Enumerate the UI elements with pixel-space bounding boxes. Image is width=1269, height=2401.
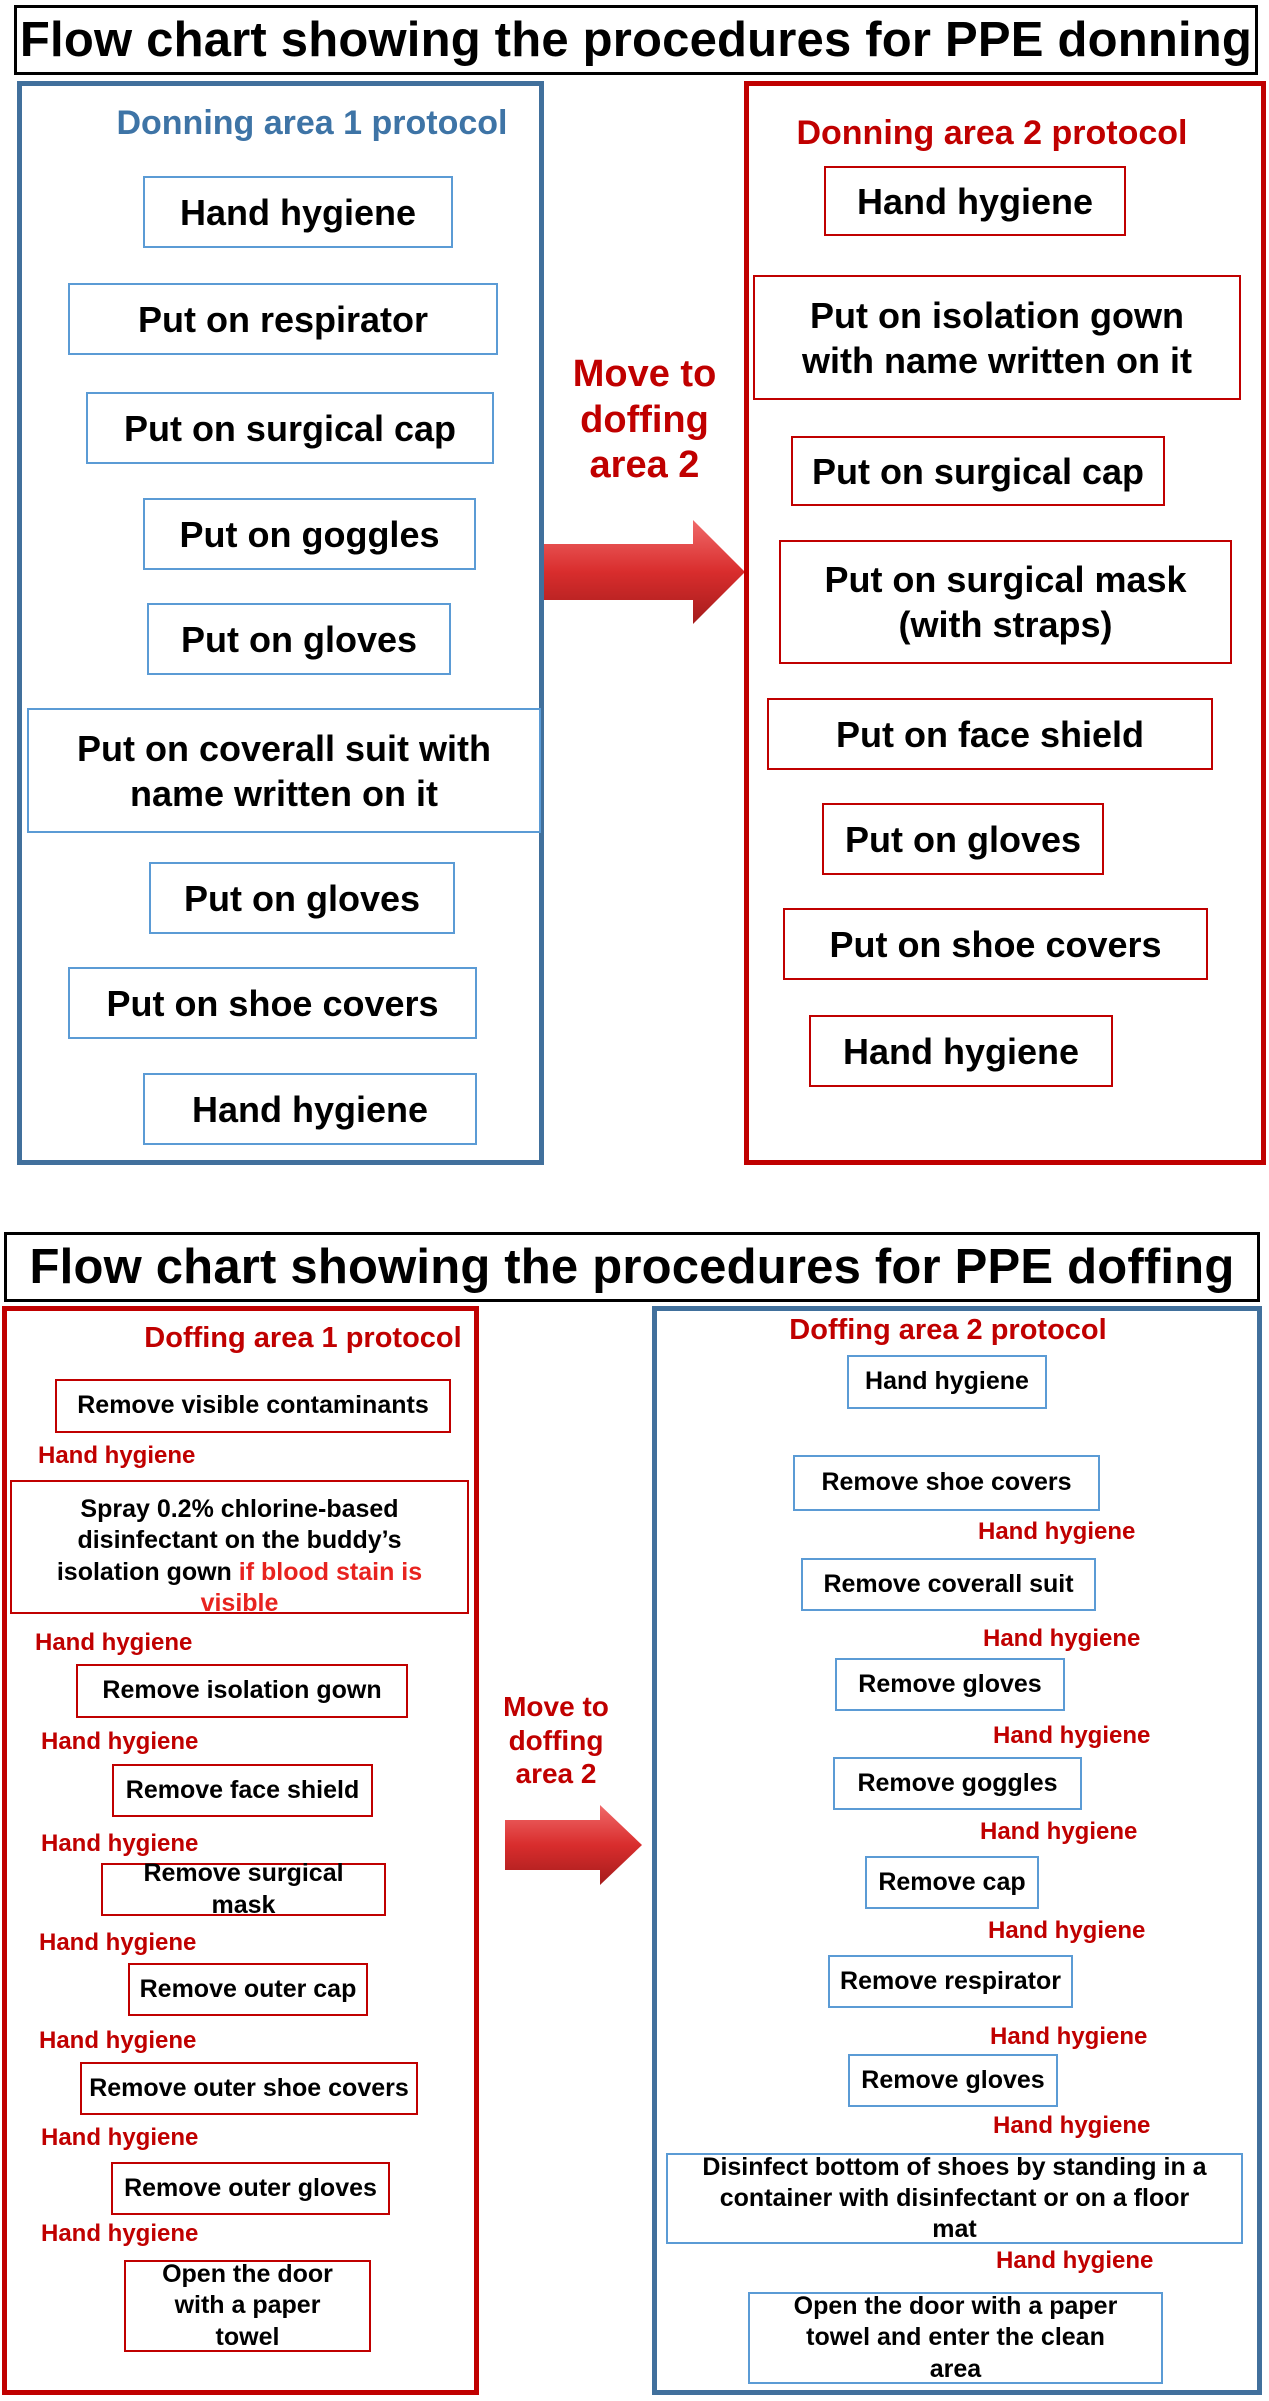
- doffing-area2-hand-hygiene: Hand hygiene: [993, 2112, 1151, 2139]
- doffing-area1-step: Remove outer cap: [128, 1963, 368, 2016]
- move-line: doffing: [508, 1724, 604, 1756]
- doffing-area2-step: Hand hygiene: [847, 1355, 1047, 1409]
- donning-area1-step: Put on gloves: [149, 862, 455, 934]
- doffing-title: Flow chart showing the procedures for PP…: [4, 1232, 1260, 1302]
- doffing-area1-hand-hygiene: Hand hygiene: [41, 2124, 199, 2151]
- donning-move-label: Move to doffing area 2: [542, 352, 747, 489]
- doffing-area2-hand-hygiene: Hand hygiene: [996, 2247, 1154, 2274]
- doffing-area2-hand-hygiene: Hand hygiene: [988, 1917, 1146, 1944]
- donning-area1-step: Put on goggles: [143, 498, 476, 570]
- doffing-area1-hand-hygiene: Hand hygiene: [41, 1728, 199, 1755]
- doffing-area1-step-text: Spray 0.2% chlorine-based disinfectant o…: [56, 1495, 402, 1586]
- doffing-area2-step: Remove coverall suit: [801, 1558, 1096, 1611]
- move-line: area 2: [589, 444, 700, 487]
- donning-move-arrow: [544, 520, 745, 624]
- doffing-area2-step: Remove gloves: [848, 2054, 1058, 2107]
- donning-area2-step: Hand hygiene: [809, 1015, 1113, 1087]
- doffing-area1-hand-hygiene: Hand hygiene: [41, 1830, 199, 1857]
- doffing-area2-hand-hygiene: Hand hygiene: [978, 1518, 1136, 1545]
- doffing-area1-hand-hygiene: Hand hygiene: [39, 2027, 197, 2054]
- doffing-area1-hand-hygiene: Hand hygiene: [35, 1629, 193, 1656]
- doffing-area2-step: Remove respirator: [828, 1955, 1073, 2008]
- doffing-move-arrow: [505, 1805, 642, 1885]
- donning-area1-step: Put on gloves: [147, 603, 451, 675]
- doffing-area1-hand-hygiene: Hand hygiene: [39, 1929, 197, 1956]
- donning-area2-step: Put on face shield: [767, 698, 1213, 770]
- donning-area1-step: Put on shoe covers: [68, 967, 477, 1039]
- doffing-area1-step: Remove visible contaminants: [55, 1379, 451, 1433]
- doffing-area1-step: Remove isolation gown: [76, 1664, 408, 1718]
- doffing-area2-step: Remove goggles: [833, 1757, 1082, 1810]
- doffing-area1-hand-hygiene: Hand hygiene: [41, 2220, 199, 2247]
- doffing-area1-step: Remove outer gloves: [111, 2162, 390, 2215]
- doffing-area1-title: Doffing area 1 protocol: [144, 1322, 462, 1354]
- move-line: Move to: [503, 1691, 609, 1722]
- move-line: Move to: [572, 353, 717, 395]
- donning-area1-step: Hand hygiene: [143, 1073, 477, 1145]
- donning-area2-step: Put on isolation gown with name written …: [753, 275, 1241, 400]
- doffing-move-label: Move to doffing area 2: [486, 1690, 626, 1791]
- donning-area1-title: Donning area 1 protocol: [116, 104, 508, 142]
- doffing-area1-step: Remove surgical mask: [101, 1859, 386, 1919]
- doffing-area1-hand-hygiene: Hand hygiene: [38, 1442, 196, 1469]
- doffing-area2-hand-hygiene: Hand hygiene: [983, 1625, 1141, 1652]
- donning-area1-step: Put on respirator: [68, 283, 498, 355]
- donning-area2-step: Hand hygiene: [824, 166, 1126, 236]
- doffing-area2-hand-hygiene: Hand hygiene: [990, 2023, 1148, 2050]
- doffing-area2-hand-hygiene: Hand hygiene: [993, 1722, 1151, 1749]
- donning-area2-step: Put on shoe covers: [783, 908, 1208, 980]
- doffing-area2-title: Doffing area 2 protocol: [789, 1314, 1107, 1346]
- doffing-area1-step: Remove face shield: [112, 1764, 373, 1817]
- move-line: area 2: [515, 1758, 597, 1790]
- donning-area1-step: Put on coverall suit with name written o…: [27, 708, 541, 833]
- doffing-area2-step: Remove gloves: [835, 1658, 1065, 1711]
- doffing-area1-step: Remove outer shoe covers: [80, 2062, 418, 2115]
- move-line: doffing: [580, 398, 709, 441]
- donning-area1-step: Hand hygiene: [143, 176, 453, 248]
- doffing-area2-step: Open the door with a paper towel and ent…: [748, 2292, 1163, 2384]
- donning-area1-step: Put on surgical cap: [86, 392, 494, 464]
- donning-area2-title: Donning area 2 protocol: [796, 114, 1188, 152]
- doffing-area1-step: Open the door with a paper towel: [124, 2260, 371, 2352]
- donning-area2-step: Put on gloves: [822, 803, 1104, 875]
- blood-stain-condition: if blood stain is visible: [200, 1557, 423, 1617]
- doffing-area2-step: Remove shoe covers: [793, 1455, 1100, 1511]
- donning-area2-step: Put on surgical mask (with straps): [779, 540, 1232, 664]
- doffing-area1-step: Spray 0.2% chlorine-based disinfectant o…: [10, 1480, 469, 1617]
- donning-area2-step: Put on surgical cap: [791, 436, 1165, 506]
- doffing-area2-hand-hygiene: Hand hygiene: [980, 1818, 1138, 1845]
- doffing-area2-step: Disinfect bottom of shoes by standing in…: [666, 2153, 1243, 2244]
- donning-title: Flow chart showing the procedures for PP…: [14, 5, 1258, 75]
- doffing-area2-step: Remove cap: [865, 1856, 1039, 1909]
